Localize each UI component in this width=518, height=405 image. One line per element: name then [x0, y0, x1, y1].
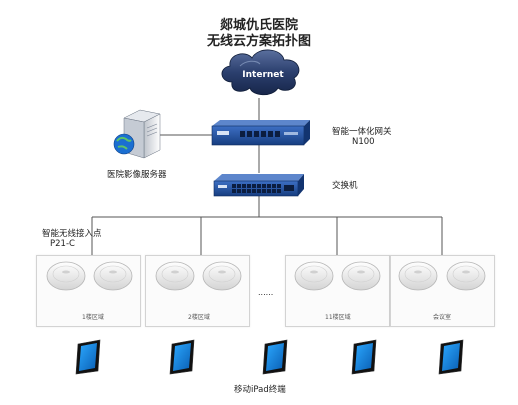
tablets: [75, 339, 464, 375]
access-point-icon: [446, 261, 486, 291]
ellipsis-label: ......: [258, 288, 274, 297]
access-point-name-label: 智能无线接入点: [42, 229, 102, 239]
tablet-icon: [262, 339, 288, 375]
access-point-icon: [341, 261, 381, 291]
internet-cloud-icon: [221, 49, 300, 96]
connection-lines: [91, 98, 443, 255]
access-point-icon: [155, 261, 195, 291]
access-point-icon: [398, 261, 438, 291]
zone-label-3: 11楼区域: [325, 314, 351, 321]
gateway-model-label: N100: [352, 137, 375, 147]
tablet-icon: [169, 339, 195, 375]
switch-label: 交换机: [332, 181, 358, 191]
zone-label-4: 会议室: [433, 314, 452, 321]
switch-device-icon: [213, 174, 304, 197]
tablet-icon: [351, 339, 377, 375]
zone-label-2: 2楼区域: [188, 314, 210, 321]
zone-label-1: 1楼区域: [82, 314, 104, 321]
terminals-label: 移动iPad终端: [234, 385, 286, 395]
access-point-model-label: P21-C: [50, 239, 75, 249]
tablet-icon: [438, 339, 464, 375]
gateway-device-icon: [211, 120, 310, 146]
gateway-name-label: 智能一体化网关: [332, 127, 392, 137]
server-label: 医院影像服务器: [107, 170, 167, 180]
access-point-icon: [294, 261, 334, 291]
access-points: [46, 261, 486, 291]
tablet-icon: [75, 339, 101, 375]
diagram-title-line2: 无线云方案拓扑图: [206, 34, 311, 49]
access-point-icon: [46, 261, 86, 291]
internet-label: Internet: [242, 70, 284, 80]
diagram-title-line1: 郯城仇氏医院: [219, 18, 298, 33]
server-icon: [113, 109, 161, 159]
access-point-icon: [93, 261, 133, 291]
access-point-icon: [202, 261, 242, 291]
